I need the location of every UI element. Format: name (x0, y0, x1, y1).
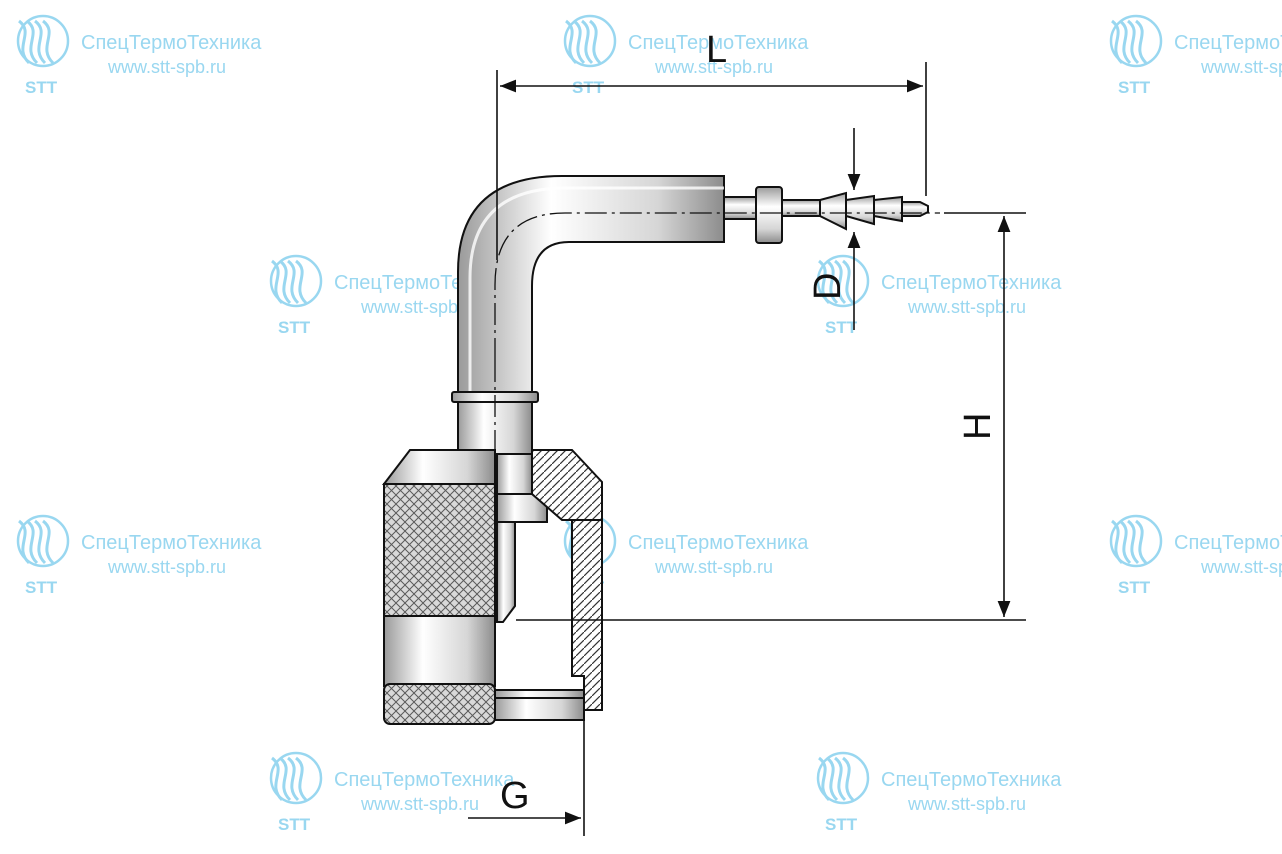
nut-chamfer (381, 449, 496, 485)
watermark-10: STT СпецТермоТехника www.stt-spb.ru (816, 751, 1062, 834)
watermark-url: www.stt-spb.ru (907, 794, 1026, 814)
watermark-abbr: STT (278, 318, 311, 337)
dim-label-L: L (706, 29, 727, 71)
watermark-url: www.stt-spb.ru (1200, 557, 1282, 577)
stt-logo-icon (269, 751, 323, 805)
stt-logo-icon (563, 14, 617, 68)
barb-hex (723, 196, 757, 220)
nut-band (383, 615, 496, 687)
stt-logo-icon (816, 254, 870, 308)
inner-tube (496, 453, 533, 495)
center-lines (494, 212, 940, 720)
watermark-url: www.stt-spb.ru (360, 794, 479, 814)
watermark-name: СпецТермоТехника (628, 532, 809, 554)
watermark-abbr: STT (1118, 578, 1151, 597)
watermark-url: www.stt-spb.ru (907, 297, 1026, 317)
stt-logo-icon (16, 14, 70, 68)
nut-section-wall (571, 519, 603, 711)
watermark-abbr: STT (825, 318, 858, 337)
watermark-6: STT СпецТермоТехника www.stt-spb.ru (16, 514, 262, 597)
watermark-abbr: STT (278, 815, 311, 834)
watermark-url: www.stt-spb.ru (1200, 57, 1282, 77)
watermark-3: STT СпецТермоТехника www.stt-spb.ru (1109, 14, 1282, 97)
watermark-url: www.stt-spb.ru (654, 57, 773, 77)
stt-logo-icon (269, 254, 323, 308)
stt-logo-icon (1109, 514, 1163, 568)
dim-label-D: D (807, 273, 849, 300)
watermark-name: СпецТермоТехника (1174, 32, 1282, 54)
dim-label-G: G (500, 775, 530, 817)
barb-tip (901, 201, 929, 217)
watermark-abbr: STT (825, 815, 858, 834)
watermark-name: СпецТермоТехника (881, 769, 1062, 791)
stt-logo-icon (816, 751, 870, 805)
barb-cone-2 (845, 194, 875, 226)
watermark-abbr: STT (25, 578, 58, 597)
watermark-9: STT СпецТермоТехника www.stt-spb.ru (269, 751, 515, 834)
watermark-8: STT СпецТермоТехника www.stt-spb.ru (1109, 514, 1282, 597)
watermark-url: www.stt-spb.ru (107, 557, 226, 577)
barb-collar (755, 186, 783, 244)
watermark-layer: STTСпецТермоТехникаwww.stt-spb.ruSTTСпец… (16, 14, 1282, 834)
watermark-abbr: STT (25, 78, 58, 97)
watermark-url: www.stt-spb.ru (360, 297, 479, 317)
watermark-abbr: STT (1118, 78, 1151, 97)
watermark-url: www.stt-spb.ru (654, 557, 773, 577)
barb-cone-1 (819, 191, 847, 231)
watermark-1: STT СпецТермоТехника www.stt-spb.ru (16, 14, 262, 97)
watermark-name: СпецТермоТехника (1174, 532, 1282, 554)
watermark-name: СпецТермоТехника (334, 769, 515, 791)
watermark-name: СпецТермоТехника (881, 272, 1062, 294)
knurled-grip (383, 483, 496, 617)
watermark-name: СпецТермоТехника (81, 32, 262, 54)
watermark-url: www.stt-spb.ru (107, 57, 226, 77)
watermark-2: STT СпецТермоТехника www.stt-spb.ru (563, 14, 809, 97)
stt-logo-icon (1109, 14, 1163, 68)
dimension-lines (468, 62, 1026, 836)
knurled-ring (383, 683, 496, 725)
watermark-5: STT СпецТермоТехника www.stt-spb.ru (816, 254, 1062, 337)
stt-logo-icon (16, 514, 70, 568)
fitting-body (381, 175, 929, 725)
watermark-name: СпецТермоТехника (81, 532, 262, 554)
nut-bottom (494, 689, 585, 721)
watermark-abbr: STT (572, 78, 605, 97)
dim-label-H: H (957, 413, 999, 440)
watermark-name: СпецТермоТехника (628, 32, 809, 54)
bent-tube (457, 175, 725, 399)
barb-cone-3 (873, 195, 903, 223)
